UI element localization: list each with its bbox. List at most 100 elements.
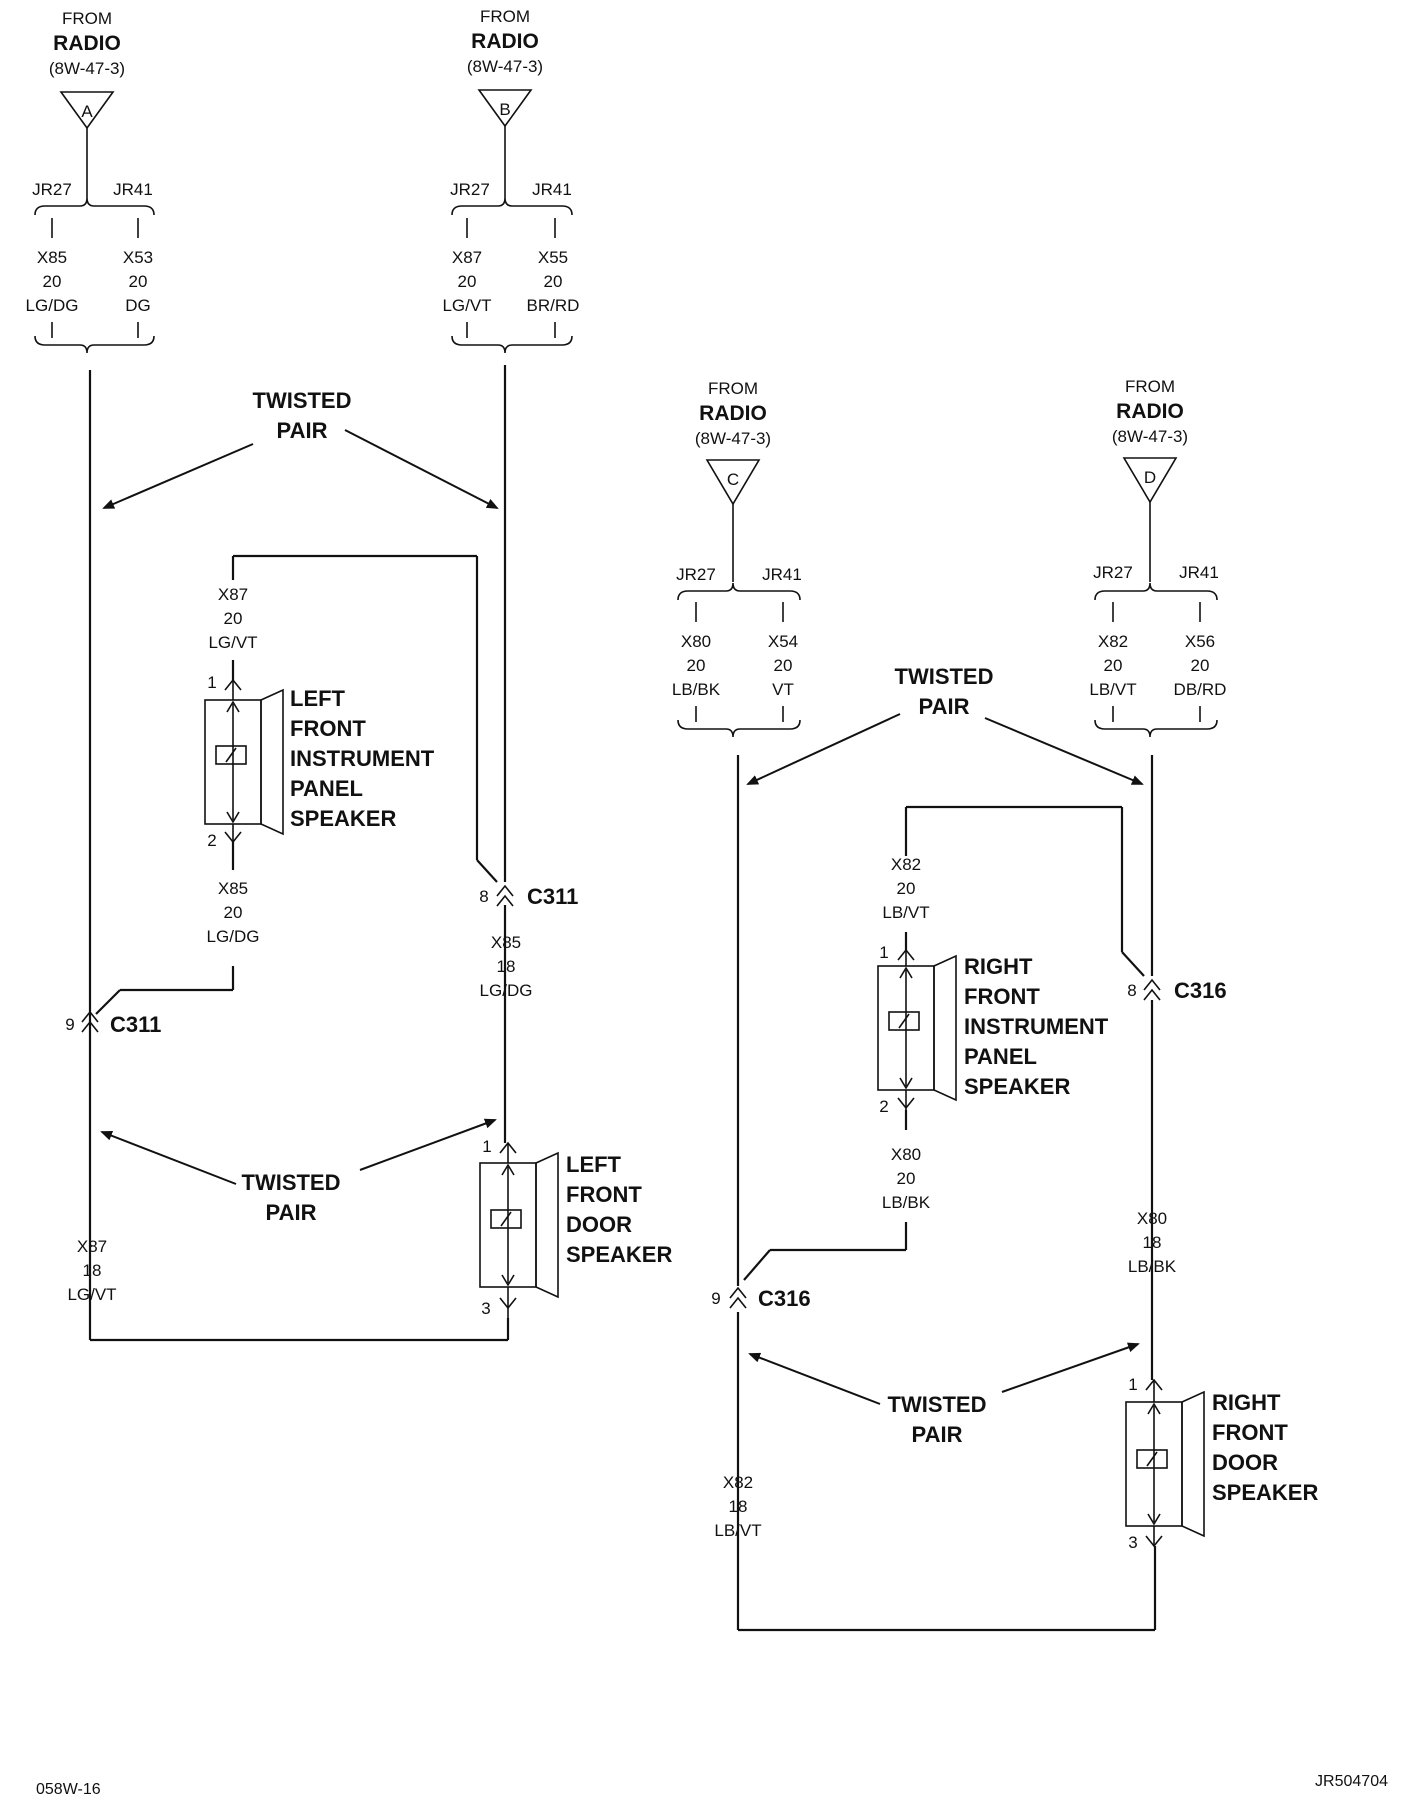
speaker-label-line: LEFT xyxy=(566,1152,622,1177)
twisted-pair-label-top-left: TWISTED PAIR xyxy=(102,388,499,509)
connector-name: C316 xyxy=(1174,978,1227,1003)
speaker-label-line: DOOR xyxy=(566,1212,632,1237)
wire-code: X87 xyxy=(218,585,248,604)
splice-left-label: JR27 xyxy=(1093,563,1133,582)
pin-number: 1 xyxy=(482,1137,491,1156)
wire-color: LG/DG xyxy=(26,296,79,315)
wire-gauge: 18 xyxy=(83,1261,102,1280)
speaker-label-line: RIGHT xyxy=(964,954,1033,979)
wire-code: X82 xyxy=(891,855,921,874)
connector-triangle xyxy=(705,459,761,506)
pin-number: 1 xyxy=(1128,1375,1137,1394)
splice-brace-top xyxy=(677,582,801,601)
wire-code: X80 xyxy=(891,1145,921,1164)
splice-right-label: JR41 xyxy=(1179,563,1219,582)
svg-text:8: 8 xyxy=(479,887,488,906)
splice-left-label: JR27 xyxy=(450,180,490,199)
wire-gauge: 18 xyxy=(497,957,516,976)
splice-brace-bottom xyxy=(34,335,155,354)
wire-code: X56 xyxy=(1185,632,1215,651)
wire-code: X85 xyxy=(37,248,67,267)
connector-letter: D xyxy=(1144,468,1156,487)
radio-source-d: FROM RADIO (8W-47-3) D JR27 JR41 X82 20 … xyxy=(1089,377,1226,738)
connector-triangle xyxy=(1122,457,1178,504)
wire-color: DG xyxy=(125,296,151,315)
wire-code: X85 xyxy=(491,933,521,952)
speaker-label-line: SPEAKER xyxy=(1212,1480,1318,1505)
wire-code: X82 xyxy=(723,1473,753,1492)
wire-color: LG/DG xyxy=(207,927,260,946)
pin-number: 1 xyxy=(879,943,888,962)
wire-gauge: 20 xyxy=(224,903,243,922)
splice-left-label: JR27 xyxy=(32,180,72,199)
speaker-label-line: SPEAKER xyxy=(566,1242,672,1267)
connector-c316-pin-8: 8 C316 xyxy=(1127,978,1226,1003)
speaker-label-line: FRONT xyxy=(290,716,366,741)
radio-ref-label: (8W-47-3) xyxy=(695,429,771,448)
splice-brace-top xyxy=(34,197,155,216)
speaker-label-line: PANEL xyxy=(290,776,363,801)
svg-text:PAIR: PAIR xyxy=(277,418,328,443)
svg-text:TWISTED: TWISTED xyxy=(242,1170,341,1195)
wire-gauge: 20 xyxy=(774,656,793,675)
left-front-instrument-panel-speaker: X87 20 LG/VT 1 2 LEFT FRONT INSTRUMENT P… xyxy=(204,585,435,946)
wire-color: LB/VT xyxy=(714,1521,761,1540)
wire-code: X80 xyxy=(1137,1209,1167,1228)
speaker-label-line: INSTRUMENT xyxy=(964,1014,1109,1039)
wire-gauge: 20 xyxy=(687,656,706,675)
connector-name: C311 xyxy=(527,884,578,909)
connector-letter: C xyxy=(727,470,739,489)
splice-left-label: JR27 xyxy=(676,565,716,584)
splice-brace-top xyxy=(1094,582,1218,601)
splice-brace-bottom xyxy=(1094,719,1218,738)
pin-number: 2 xyxy=(207,831,216,850)
wire-code: X87 xyxy=(452,248,482,267)
wire-color: LB/BK xyxy=(672,680,721,699)
splice-right-label: JR41 xyxy=(113,180,153,199)
wire-gauge: 18 xyxy=(729,1497,748,1516)
wire-gauge: 20 xyxy=(458,272,477,291)
speaker-label-line: DOOR xyxy=(1212,1450,1278,1475)
speaker-cone xyxy=(1181,1390,1205,1538)
svg-text:TWISTED: TWISTED xyxy=(253,388,352,413)
speaker-label-line: LEFT xyxy=(290,686,346,711)
svg-text:PAIR: PAIR xyxy=(919,694,970,719)
speaker-cone xyxy=(260,688,284,836)
right-front-instrument-panel-speaker: X82 20 LB/VT 1 2 RIGHT FRONT INSTRUMENT … xyxy=(877,855,1109,1212)
connector-triangle xyxy=(59,91,115,130)
speaker-cone xyxy=(535,1151,559,1299)
wire-gauge: 20 xyxy=(897,879,916,898)
radio-ref-label: (8W-47-3) xyxy=(1112,427,1188,446)
connector-letter: B xyxy=(499,100,510,119)
wire-code: X55 xyxy=(538,248,568,267)
radio-ref-label: (8W-47-3) xyxy=(49,59,125,78)
footer-figure-id: JR504704 xyxy=(1315,1773,1388,1790)
radio-from-label: FROM xyxy=(1125,377,1175,396)
radio-name-label: RADIO xyxy=(1116,400,1184,423)
wire-code: X82 xyxy=(1098,632,1128,651)
radio-ref-label: (8W-47-3) xyxy=(467,57,543,76)
speaker-label-line: FRONT xyxy=(566,1182,642,1207)
svg-text:PAIR: PAIR xyxy=(266,1200,317,1225)
twisted-pair-label-bottom-left: TWISTED PAIR xyxy=(100,1118,497,1225)
wire-code: X80 xyxy=(681,632,711,651)
connector-name: C311 xyxy=(110,1012,161,1037)
wire-code: X54 xyxy=(768,632,798,651)
left-circuit-wires xyxy=(88,365,510,1342)
wire-gauge: 20 xyxy=(1191,656,1210,675)
wire-color: LB/VT xyxy=(1089,680,1136,699)
radio-from-label: FROM xyxy=(708,379,758,398)
radio-from-label: FROM xyxy=(62,9,112,28)
twisted-pair-label-bottom-right: TWISTED PAIR xyxy=(748,1342,1140,1447)
wire-gauge: 20 xyxy=(43,272,62,291)
wire-color: LG/VT xyxy=(67,1285,116,1304)
connector-letter: A xyxy=(81,102,93,121)
wire-code: X87 xyxy=(77,1237,107,1256)
radio-from-label: FROM xyxy=(480,7,530,26)
right-front-door-speaker: 1 3 RIGHT FRONT DOOR SPEAKER xyxy=(1125,1375,1318,1552)
wire-gauge: 20 xyxy=(224,609,243,628)
splice-brace-bottom xyxy=(451,335,573,354)
radio-name-label: RADIO xyxy=(471,30,539,53)
wire-color: VT xyxy=(772,680,794,699)
